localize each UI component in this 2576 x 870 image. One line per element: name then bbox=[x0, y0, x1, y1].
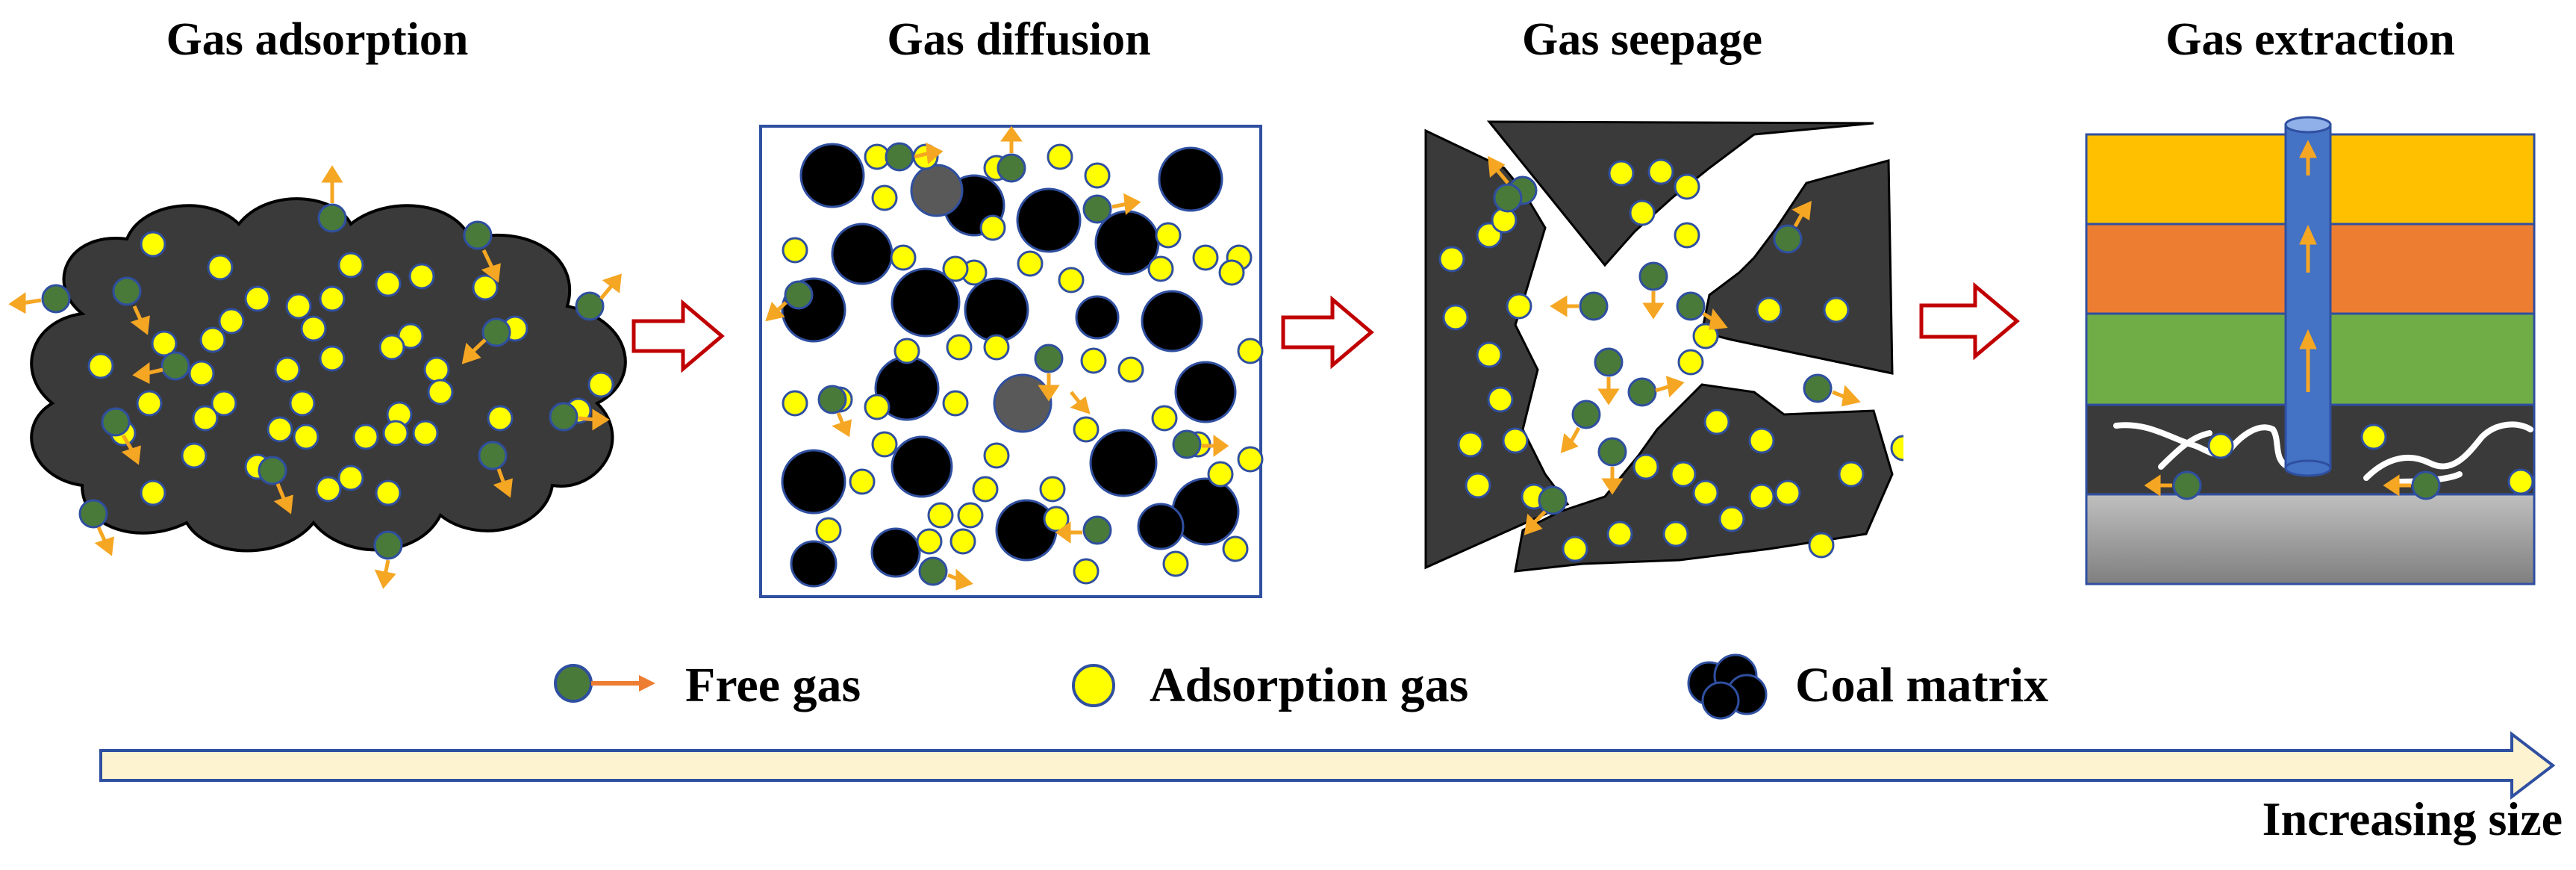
free-gas-molecules bbox=[1493, 175, 1833, 515]
pipe-flow-arrows bbox=[2298, 140, 2318, 392]
legend-adsorption-gas-symbol bbox=[1072, 664, 1115, 707]
seepage-panel bbox=[1424, 120, 1903, 573]
stratum-grey bbox=[2085, 493, 2536, 585]
gas-flow-arrows bbox=[8, 165, 622, 589]
adsorbed-gas-molecules bbox=[2207, 423, 2534, 495]
diffusion-panel bbox=[759, 125, 1264, 598]
adsorbed-gas-molecules bbox=[87, 231, 614, 506]
grey-coal-blobs bbox=[910, 164, 1052, 433]
free-gas-molecules bbox=[784, 142, 1202, 586]
stage-title-seepage: Gas seepage bbox=[1521, 14, 1763, 65]
free-gas-molecules bbox=[2172, 470, 2441, 500]
fractured-coal-blocks bbox=[1424, 120, 1894, 573]
size-axis-arrow bbox=[99, 730, 2556, 801]
legend-coal-matrix-label: Coal matrix bbox=[1795, 658, 2049, 712]
adsorbed-gas-molecules bbox=[782, 143, 1264, 585]
borehole-pipe bbox=[2284, 116, 2332, 477]
stage-arrow-2 bbox=[1281, 295, 1374, 370]
coal-matrix-blobs bbox=[781, 143, 1240, 588]
legend-adsorption-gas-label: Adsorption gas bbox=[1150, 658, 1469, 712]
legend-free-gas-label: Free gas bbox=[685, 658, 861, 712]
size-axis-label: Increasing size bbox=[2262, 792, 2563, 845]
stage-title-extraction: Gas extraction bbox=[2165, 14, 2455, 65]
gas-flow-arrows bbox=[765, 125, 1229, 591]
gas-flow-arrows bbox=[1488, 155, 1861, 535]
extraction-panel bbox=[2085, 116, 2536, 585]
adsorption-panel bbox=[8, 165, 627, 589]
stage-title-diffusion: Gas diffusion bbox=[887, 14, 1151, 65]
gas-flow-arrows bbox=[2144, 474, 2411, 497]
stage-arrow-3 bbox=[1919, 282, 2020, 361]
adsorbed-gas-molecules bbox=[1438, 158, 1903, 562]
stage-title-adsorption: Gas adsorption bbox=[166, 14, 469, 65]
legend-free-gas-symbol bbox=[554, 664, 655, 703]
stage-arrow-1 bbox=[631, 299, 725, 373]
free-gas-molecules bbox=[41, 203, 605, 560]
legend-coal-matrix-symbol bbox=[1687, 653, 1768, 720]
